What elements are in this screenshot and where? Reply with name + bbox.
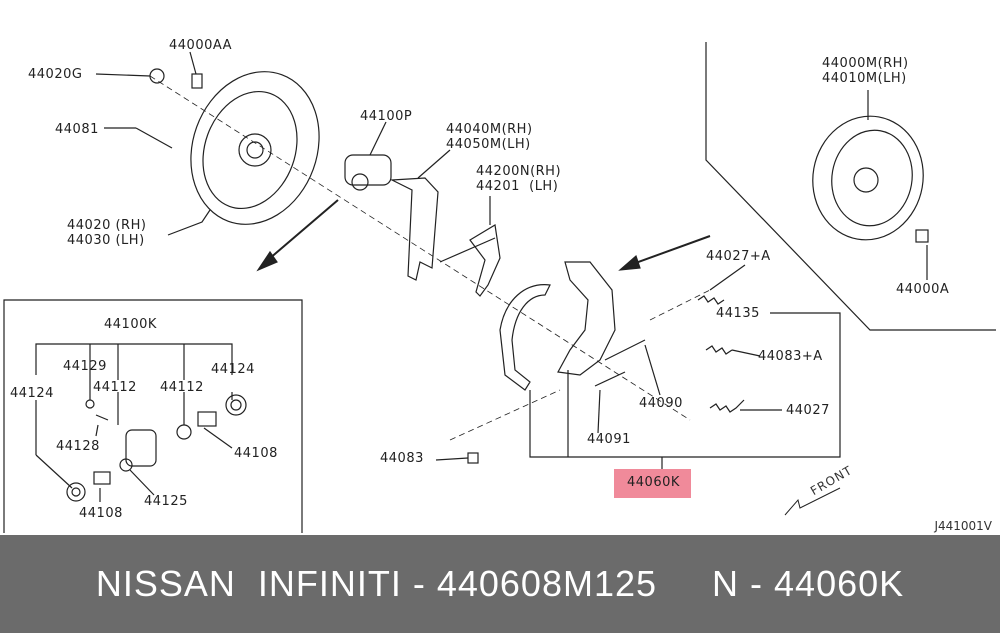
part-number-banner: NISSAN INFINITI - 440608M125 N - 44060K bbox=[0, 535, 1000, 633]
label-44020-rh: 44020 (RH) bbox=[67, 218, 147, 233]
diagram-code: J441001V bbox=[934, 519, 992, 533]
label-44124-left: 44124 bbox=[10, 386, 54, 401]
label-44108-right: 44108 bbox=[234, 446, 278, 461]
label-44000AA: 44000AA bbox=[169, 38, 233, 53]
label-44050M-lh: 44050M(LH) bbox=[446, 137, 531, 152]
label-44200N-rh: 44200N(RH) bbox=[476, 164, 562, 179]
label-44000M-rh: 44000M(RH) bbox=[822, 56, 909, 71]
label-44060K: 44060K bbox=[627, 475, 680, 490]
label-44201-lh: 44201 (LH) bbox=[476, 179, 559, 194]
label-44027: 44027 bbox=[786, 403, 830, 418]
label-44000A: 44000A bbox=[896, 282, 950, 297]
label-44083-a: 44083+A bbox=[758, 349, 823, 364]
label-44010M-lh: 44010M(LH) bbox=[822, 71, 907, 86]
label-44030-lh: 44030 (LH) bbox=[67, 233, 145, 248]
label-44083: 44083 bbox=[380, 451, 424, 466]
label-44020G: 44020G bbox=[28, 67, 83, 82]
label-44124-right: 44124 bbox=[211, 362, 255, 377]
highlighted-part-marker bbox=[614, 469, 691, 498]
label-44040M-rh: 44040M(RH) bbox=[446, 122, 533, 137]
label-44090: 44090 bbox=[639, 396, 683, 411]
label-44100P: 44100P bbox=[360, 109, 413, 124]
label-44091: 44091 bbox=[587, 432, 631, 447]
exploded-view-drawing bbox=[3, 42, 996, 533]
label-44027-a: 44027+A bbox=[706, 249, 771, 264]
banner-text: NISSAN INFINITI - 440608M125 N - 44060K bbox=[95, 563, 905, 604]
label-44108-bottom: 44108 bbox=[79, 506, 123, 521]
label-44129: 44129 bbox=[63, 359, 107, 374]
label-44135: 44135 bbox=[716, 306, 760, 321]
label-44112-right: 44112 bbox=[160, 380, 204, 395]
label-44081: 44081 bbox=[55, 122, 99, 137]
label-44112-left: 44112 bbox=[93, 380, 137, 395]
label-44100K: 44100K bbox=[104, 317, 157, 332]
label-44125: 44125 bbox=[144, 494, 188, 509]
label-44128: 44128 bbox=[56, 439, 100, 454]
